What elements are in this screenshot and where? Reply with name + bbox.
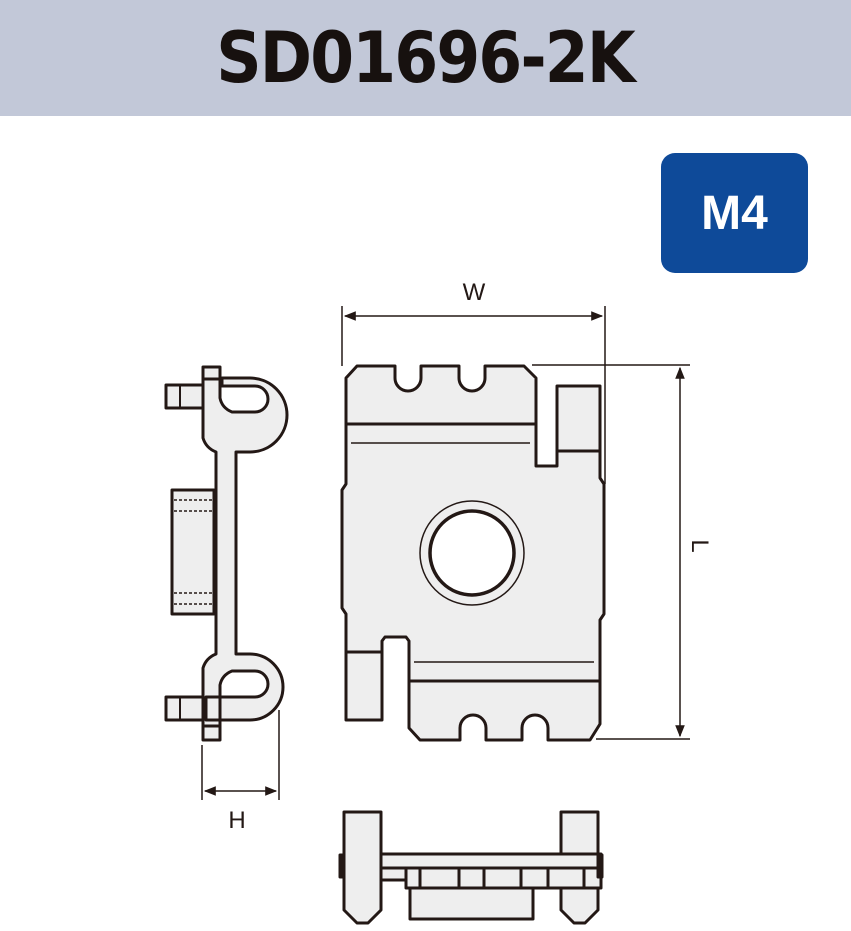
page-title: SD01696-2K xyxy=(216,17,636,99)
width-dimension xyxy=(341,306,606,484)
bottom-view xyxy=(338,810,604,925)
header-banner: SD01696-2K xyxy=(0,0,851,116)
width-label: W xyxy=(463,279,486,306)
height-label: H xyxy=(228,807,245,834)
size-badge-label: M4 xyxy=(701,186,768,240)
height-dimension xyxy=(201,710,280,800)
size-badge: M4 xyxy=(661,153,808,273)
length-dimension xyxy=(532,364,690,740)
front-view xyxy=(340,364,606,742)
length-label: L xyxy=(686,539,713,552)
side-view xyxy=(164,365,289,742)
